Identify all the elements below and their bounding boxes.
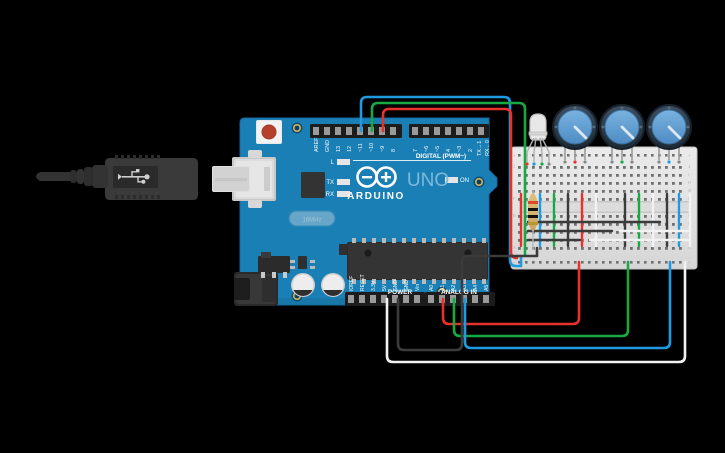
svg-text:RX←0: RX←0 — [485, 140, 491, 156]
svg-text:GND: GND — [325, 140, 331, 152]
crystal-oscillator: 16MHz — [288, 210, 336, 227]
potentiometer-1[interactable] — [552, 104, 598, 164]
svg-text:GND: GND — [393, 280, 399, 292]
power-header[interactable]: IOREF RESET 3.3V 5V GND GND Vin POWER — [345, 274, 425, 306]
wire-gnd-black[interactable] — [396, 246, 539, 352]
crystal-label: 16MHz — [302, 218, 321, 224]
svg-text:AREF: AREF — [314, 137, 320, 152]
wire-5v-white[interactable] — [385, 260, 687, 364]
wire-a1-red[interactable] — [441, 260, 581, 326]
svg-text:A: A — [688, 245, 691, 250]
usb-cable-strain-relief — [36, 165, 108, 188]
svg-text:RESET: RESET — [360, 274, 366, 291]
svg-text:+: + — [688, 260, 691, 265]
model-text: UNO — [407, 170, 449, 191]
power-led-label: ON — [460, 178, 469, 184]
svg-text:~6: ~6 — [424, 146, 430, 152]
arduino-logo: ARDUINO UNO — [347, 166, 449, 202]
atmega-chip — [347, 238, 488, 284]
arduino-uno-board[interactable]: 16MHz L TX RX ON — [232, 117, 498, 306]
svg-text:7: 7 — [413, 149, 419, 152]
rgb-led[interactable] — [525, 113, 551, 166]
potentiometer-2[interactable] — [599, 104, 645, 164]
svg-text:13: 13 — [336, 146, 342, 152]
digital-header[interactable]: AREF GND 13 12 ~11 ~10 ~9 8 7 ~6 ~5 4 ~3… — [310, 124, 491, 161]
digital-header-title: DIGITAL (PWM~) — [416, 153, 466, 160]
svg-text:5V: 5V — [382, 284, 388, 291]
svg-text:~11: ~11 — [358, 143, 364, 152]
svg-text:~3: ~3 — [457, 146, 463, 152]
analog-pin-labels: A0 A1 A2 A3 A4 A5 — [429, 285, 490, 291]
svg-text:Vin: Vin — [415, 284, 421, 291]
capacitors — [291, 273, 345, 297]
svg-text:2: 2 — [468, 149, 474, 152]
voltage-regulator — [258, 252, 290, 278]
wire-a2-green[interactable] — [452, 260, 630, 338]
svg-text:A0: A0 — [429, 285, 435, 291]
svg-text:A: A — [513, 245, 516, 250]
wire-pin11-blue[interactable] — [359, 95, 523, 268]
potentiometer-3[interactable] — [646, 104, 692, 164]
svg-text:A1: A1 — [440, 285, 446, 291]
usb-cable-assembly — [36, 155, 250, 200]
reset-button[interactable] — [256, 120, 282, 144]
resistor[interactable] — [528, 190, 538, 250]
svg-text:A5: A5 — [484, 285, 490, 291]
svg-text:TX→1: TX→1 — [477, 141, 483, 156]
svg-text:~9: ~9 — [380, 146, 386, 152]
usb-connector-body — [105, 155, 198, 200]
led-label-l: L — [331, 160, 335, 166]
wires[interactable] — [359, 95, 687, 364]
svg-text:+: + — [513, 260, 516, 265]
svg-text:IOREF: IOREF — [349, 276, 355, 291]
svg-text:J: J — [513, 164, 515, 169]
svg-text:I: I — [688, 172, 689, 177]
svg-text:8: 8 — [391, 149, 397, 152]
usb-icon — [118, 169, 150, 184]
status-leds: L TX RX ON — [326, 159, 469, 198]
svg-text:F: F — [513, 196, 516, 201]
svg-text:A3: A3 — [462, 285, 468, 291]
svg-text:12: 12 — [347, 146, 353, 152]
svg-text:A2: A2 — [451, 285, 457, 291]
power-header-title: POWER — [388, 289, 413, 296]
analog-header-title: ANALOG IN — [441, 289, 477, 296]
led-label-rx: RX — [326, 192, 334, 198]
svg-text:H: H — [688, 180, 691, 185]
svg-text:GND: GND — [404, 280, 410, 292]
svg-text:3.3V: 3.3V — [371, 280, 377, 291]
wire-a3-blue[interactable] — [463, 260, 672, 350]
svg-text:A4: A4 — [473, 285, 479, 291]
power-pin-labels: IOREF RESET 3.3V 5V GND GND Vin — [349, 274, 421, 291]
svg-text:~10: ~10 — [369, 143, 375, 152]
svg-text:+: + — [688, 153, 691, 158]
svg-text:+: + — [513, 153, 516, 158]
svg-text:J: J — [688, 164, 690, 169]
power-jack — [234, 272, 278, 306]
led-label-tx: TX — [326, 180, 334, 186]
breadboard-jumpers[interactable] — [519, 192, 692, 248]
digital-pin-labels: AREF GND 13 12 ~11 ~10 ~9 8 7 ~6 ~5 4 ~3… — [314, 137, 491, 156]
svg-text:~5: ~5 — [435, 146, 441, 152]
brand-text: ARDUINO — [347, 191, 405, 202]
svg-text:E: E — [513, 213, 516, 218]
wire-pin10-green[interactable] — [370, 101, 527, 257]
svg-text:4: 4 — [446, 149, 452, 152]
svg-text:G: G — [688, 188, 691, 193]
